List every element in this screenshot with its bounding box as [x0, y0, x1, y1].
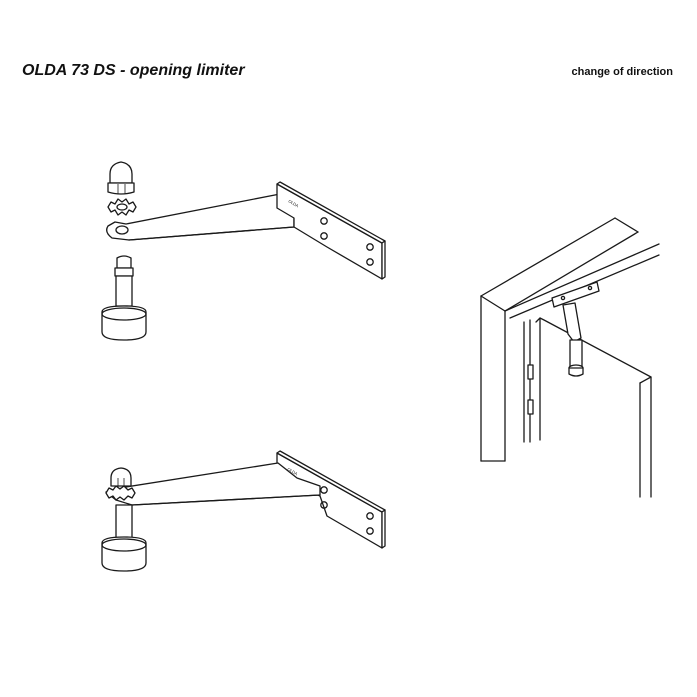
cap-nut-assembled: [110, 467, 132, 487]
exploded-assembly: OLDA: [101, 161, 386, 341]
svg-text:OLDA: OLDA: [288, 199, 300, 209]
lock-washer: [107, 198, 137, 216]
limiter-arm: [106, 193, 298, 241]
mounted-limiter: [551, 281, 600, 377]
limiter-arm-assembled: [105, 462, 321, 506]
pivot-pin-assembled: [101, 504, 147, 572]
bracket-plate-assembled: OLDA: [276, 450, 386, 549]
page-title: OLDA 73 DS - opening limiter: [22, 62, 245, 79]
cap-nut: [107, 161, 135, 195]
lock-washer-assembled: [105, 485, 136, 501]
svg-text:OLDA: OLDA: [287, 467, 299, 477]
door-frame-view: [480, 217, 660, 498]
page-subtitle: change of direction: [571, 66, 673, 78]
pivot-pin: [101, 255, 147, 341]
bracket-plate: OLDA: [276, 181, 386, 280]
assembled-assembly: OLDA: [101, 450, 386, 572]
